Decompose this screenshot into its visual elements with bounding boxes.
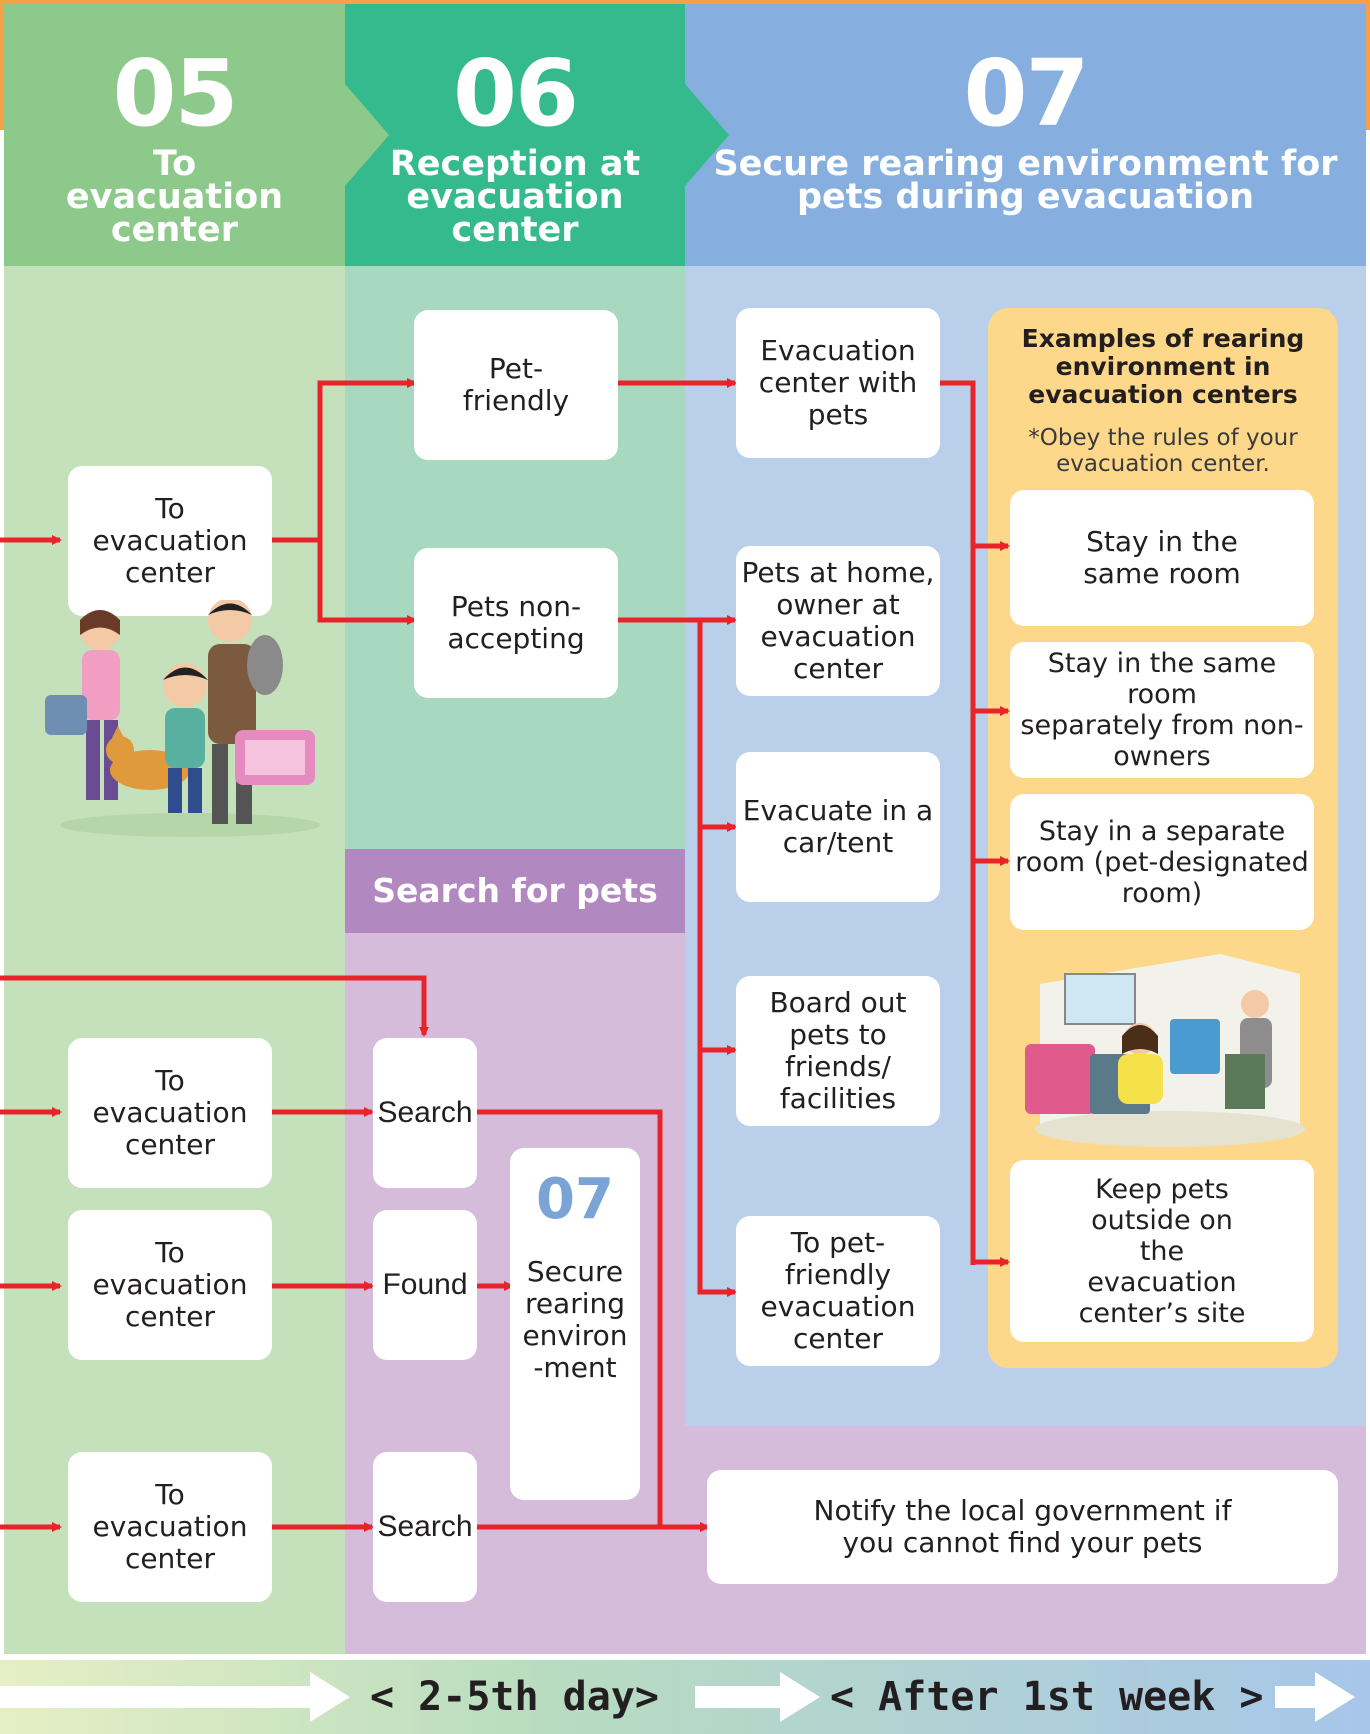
board-out-pets-box: Board out pets to friends/ facilities (736, 976, 940, 1126)
header-chevron-05-06 (345, 4, 389, 266)
to-pet-friendly-center-box: To pet- friendly evacuation center (736, 1216, 940, 1366)
option-same-room-separate: Stay in the same room separately from no… (1010, 642, 1314, 778)
timeline-arrows (0, 1672, 1355, 1722)
step-06-header: 06 Reception at evacuation center (345, 4, 685, 266)
family-with-pets-illustration (45, 600, 320, 837)
found-box: Found (373, 1210, 477, 1360)
option-separate-room: Stay in a separate room (pet-designated … (1010, 794, 1314, 930)
to-evacuation-center-box: To evacuation center (68, 466, 272, 616)
to-evacuation-center-box-search: To evacuation center (68, 1038, 272, 1188)
header-chevron-06-07 (685, 4, 729, 266)
step-07-header: 07 Secure rearing environment for pets d… (685, 4, 1366, 266)
evacuate-car-tent-box: Evacuate in a car/tent (736, 752, 940, 902)
to-evacuation-center-box-found: To evacuation center (68, 1210, 272, 1360)
search-for-pets-band: Search for pets (345, 849, 685, 933)
search-box-1: Search (373, 1038, 477, 1188)
search-for-pets-title: Search for pets (372, 871, 658, 910)
step-05-header: 05 To evacuation center (4, 4, 345, 266)
option-outside-site: Keep pets outside on the evacuation cent… (1010, 1160, 1314, 1342)
step-06-number: 06 (452, 40, 579, 147)
reference-step-text: Secure rearing environ -ment (522, 1255, 628, 1384)
evacuation-center-with-pets-box: Evacuation center with pets (736, 308, 940, 458)
step-07-title: Secure rearing environment for pets duri… (713, 144, 1338, 217)
to-evacuation-center-box-notify: To evacuation center (68, 1452, 272, 1602)
notify-local-government-box: Notify the local government if you canno… (707, 1470, 1338, 1584)
option-same-room: Stay in the same room (1010, 490, 1314, 626)
timeline-phase-after-1st-week: < After 1st week > (830, 1674, 1264, 1720)
pets-at-home-owner-at-center-box: Pets at home, owner at evacuation center (736, 546, 940, 696)
secure-environment-reference-box: 07 Secure rearing environ -ment (510, 1148, 640, 1500)
pets-non-accepting-box: Pets non- accepting (414, 548, 618, 698)
timeline-phase-2-5th-day: < 2-5th day> (370, 1674, 659, 1720)
step-07-number: 07 (963, 40, 1089, 147)
examples-panel-title: Examples of rearing environment in evacu… (1021, 324, 1305, 409)
step-05-number: 05 (112, 40, 238, 147)
search-box-2: Search (373, 1452, 477, 1602)
pet-friendly-box: Pet- friendly (414, 310, 618, 460)
examples-panel-note: *Obey the rules of your evacuation cente… (1028, 425, 1298, 477)
step-06-title: Reception at evacuation center (389, 144, 641, 250)
reference-step-number: 07 (536, 1167, 614, 1232)
pet-room-illustration (1025, 954, 1305, 1147)
step-05-title: To evacuation center (65, 144, 284, 250)
